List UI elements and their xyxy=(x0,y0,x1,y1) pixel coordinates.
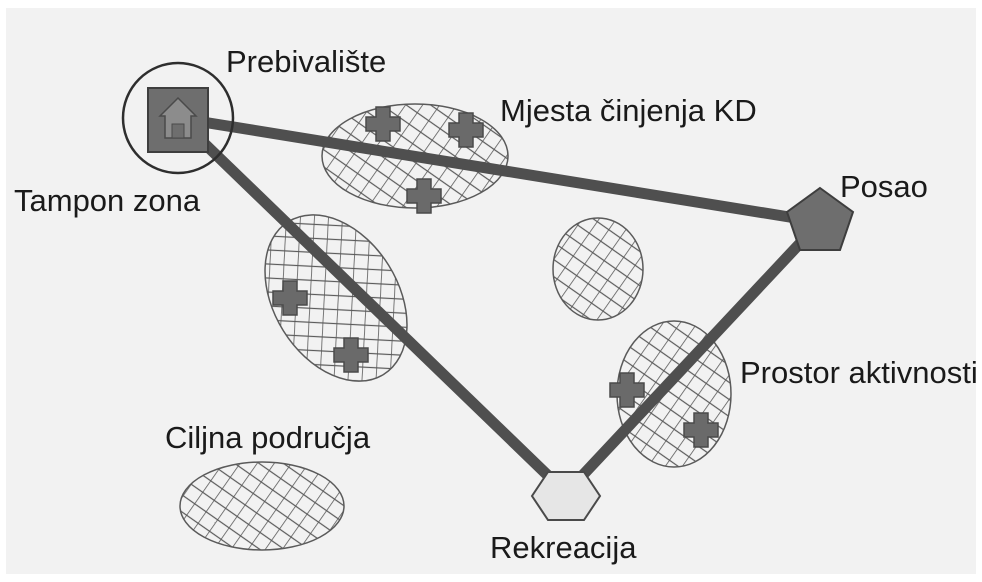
buffer-zone-circle xyxy=(121,61,235,175)
recreation-label: Rekreacija xyxy=(490,530,637,565)
crime-sites-label: Mjesta činjenja KD xyxy=(500,93,757,128)
target-areas-label: Ciljna područja xyxy=(165,420,371,455)
work-label: Posao xyxy=(840,169,928,204)
path-residence-work xyxy=(172,112,826,228)
house-icon xyxy=(158,96,198,139)
target-area-center xyxy=(552,217,644,321)
target-area-bottom xyxy=(179,461,345,551)
buffer-zone-label: Tampon zona xyxy=(14,183,201,218)
residence-node xyxy=(147,87,209,153)
activity-space-label: Prostor aktivnosti xyxy=(740,355,978,390)
residence-label: Prebivalište xyxy=(226,44,386,79)
path-work-recreation xyxy=(560,216,826,499)
path-residence-recreation xyxy=(172,112,572,499)
recreation-node xyxy=(530,471,602,521)
work-node xyxy=(785,186,855,251)
